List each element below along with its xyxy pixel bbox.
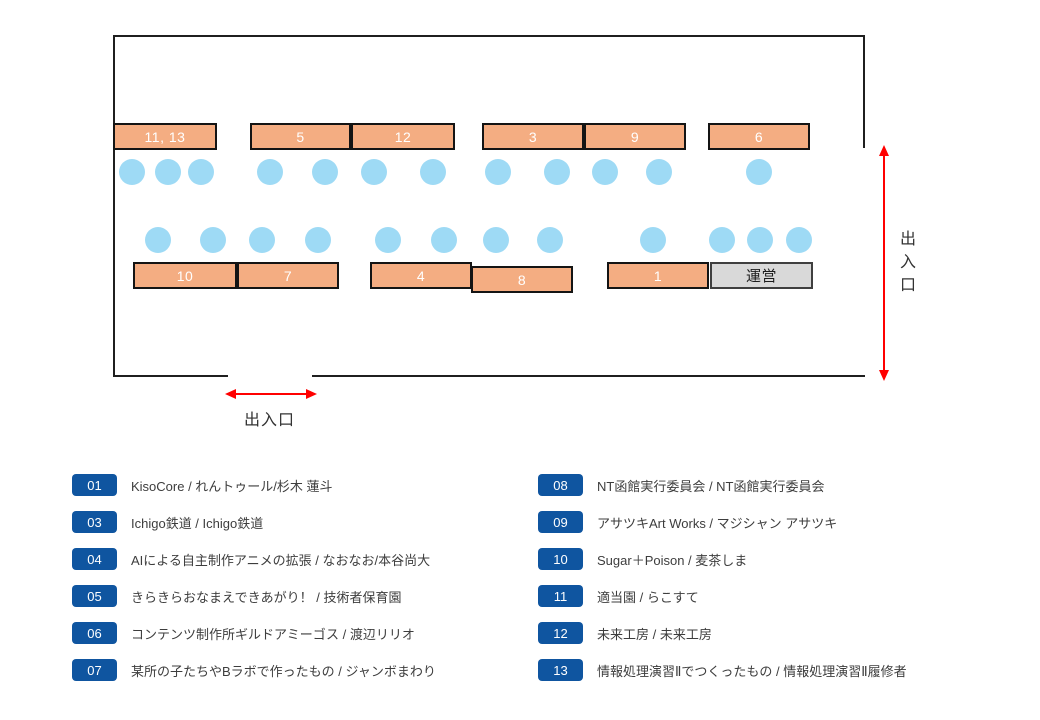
legend-item-12: 12 未来工房 / 未来工房 <box>538 622 907 644</box>
booth-table-4: 4 <box>370 262 472 289</box>
legend-badge-10: 10 <box>538 548 583 570</box>
booth-table-7: 7 <box>237 262 339 289</box>
legend-label: 適当園 / らこすて <box>597 589 699 605</box>
booth-table-11-13: 11, 13 <box>113 123 217 150</box>
legend-badge-11: 11 <box>538 585 583 607</box>
booth-table-8: 8 <box>471 266 573 293</box>
legend-label: KisoCore / れんトゥール/杉木 蓮斗 <box>131 478 333 494</box>
legend-badge-13: 13 <box>538 659 583 681</box>
entrance-arrow-bottom <box>225 389 317 399</box>
legend-label: 情報処理演習Ⅱでつくったもの / 情報処理演習Ⅱ履修者 <box>597 663 907 679</box>
legend-badge-09: 09 <box>538 511 583 533</box>
admin-table: 運営 <box>710 262 813 289</box>
legend-item-11: 11 適当園 / らこすて <box>538 585 907 607</box>
booth-table-6: 6 <box>708 123 810 150</box>
chair <box>200 227 226 253</box>
legend-column-2: 08 NT函館実行委員会 / NT函館実行委員会 09 アサツキArt Works /… <box>538 474 907 681</box>
booth-table-9: 9 <box>584 123 686 150</box>
legend-badge-07: 07 <box>72 659 117 681</box>
legend-label: きらきらおなまえできあがり！ / 技術者保育園 <box>131 589 402 605</box>
chair <box>145 227 171 253</box>
chair <box>746 159 772 185</box>
chair <box>592 159 618 185</box>
legend-item-01: 01 KisoCore / れんトゥール/杉木 蓮斗 <box>72 474 436 496</box>
legend-badge-06: 06 <box>72 622 117 644</box>
wall-top <box>113 35 865 37</box>
legend-badge-04: 04 <box>72 548 117 570</box>
chair <box>188 159 214 185</box>
booth-table-5: 5 <box>250 123 351 150</box>
chair <box>420 159 446 185</box>
wall-bottom-left <box>113 375 228 377</box>
chair <box>483 227 509 253</box>
wall-left <box>113 35 115 377</box>
chair <box>431 227 457 253</box>
legend-label: 未来工房 / 未来工房 <box>597 626 712 642</box>
chair <box>312 159 338 185</box>
chair <box>747 227 773 253</box>
chair <box>544 159 570 185</box>
legend-label: Sugar＋Poison / 麦茶しま <box>597 552 748 568</box>
chair <box>709 227 735 253</box>
chair <box>537 227 563 253</box>
legend-label: AIによる自主制作アニメの拡張 / なおなお/本谷尚大 <box>131 552 431 568</box>
chair <box>485 159 511 185</box>
entrance-label-right: 出入口 <box>899 231 916 295</box>
legend-badge-01: 01 <box>72 474 117 496</box>
legend-item-09: 09 アサツキArt Works / マジシャン アサツキ <box>538 511 907 533</box>
chair <box>646 159 672 185</box>
legend-badge-12: 12 <box>538 622 583 644</box>
legend-label: コンテンツ制作所ギルドアミーゴス / 渡辺リリオ <box>131 626 415 642</box>
chair <box>361 159 387 185</box>
legend-badge-05: 05 <box>72 585 117 607</box>
legend-label: アサツキArt Works / マジシャン アサツキ <box>597 515 838 531</box>
chair <box>305 227 331 253</box>
chair <box>119 159 145 185</box>
chair <box>640 227 666 253</box>
booth-table-3: 3 <box>482 123 584 150</box>
chair <box>249 227 275 253</box>
entrance-arrow-right <box>879 145 889 381</box>
booth-table-10: 10 <box>133 262 237 289</box>
booth-table-1: 1 <box>607 262 709 289</box>
wall-bottom-right <box>312 375 865 377</box>
legend-badge-03: 03 <box>72 511 117 533</box>
legend-item-05: 05 きらきらおなまえできあがり！ / 技術者保育園 <box>72 585 436 607</box>
legend-label: Ichigo鉄道 / Ichigo鉄道 <box>131 515 264 531</box>
chair <box>257 159 283 185</box>
wall-right <box>863 35 865 148</box>
legend-item-03: 03 Ichigo鉄道 / Ichigo鉄道 <box>72 511 436 533</box>
legend-item-06: 06 コンテンツ制作所ギルドアミーゴス / 渡辺リリオ <box>72 622 436 644</box>
chair <box>155 159 181 185</box>
chair <box>375 227 401 253</box>
legend-item-07: 07 某所の子たちやBラボで作ったもの / ジャンボまわり <box>72 659 436 681</box>
entrance-label-bottom: 出入口 <box>244 412 296 429</box>
legend-item-13: 13 情報処理演習Ⅱでつくったもの / 情報処理演習Ⅱ履修者 <box>538 659 907 681</box>
legend-item-08: 08 NT函館実行委員会 / NT函館実行委員会 <box>538 474 907 496</box>
legend-label: 某所の子たちやBラボで作ったもの / ジャンボまわり <box>131 663 436 679</box>
legend-badge-08: 08 <box>538 474 583 496</box>
booth-table-12: 12 <box>351 123 455 150</box>
legend-column-1: 01 KisoCore / れんトゥール/杉木 蓮斗 03 Ichigo鉄道 / Ic… <box>72 474 436 681</box>
chair <box>786 227 812 253</box>
legend-label: NT函館実行委員会 / NT函館実行委員会 <box>597 478 825 494</box>
legend-item-04: 04 AIによる自主制作アニメの拡張 / なおなお/本谷尚大 <box>72 548 436 570</box>
legend-item-10: 10 Sugar＋Poison / 麦茶しま <box>538 548 907 570</box>
